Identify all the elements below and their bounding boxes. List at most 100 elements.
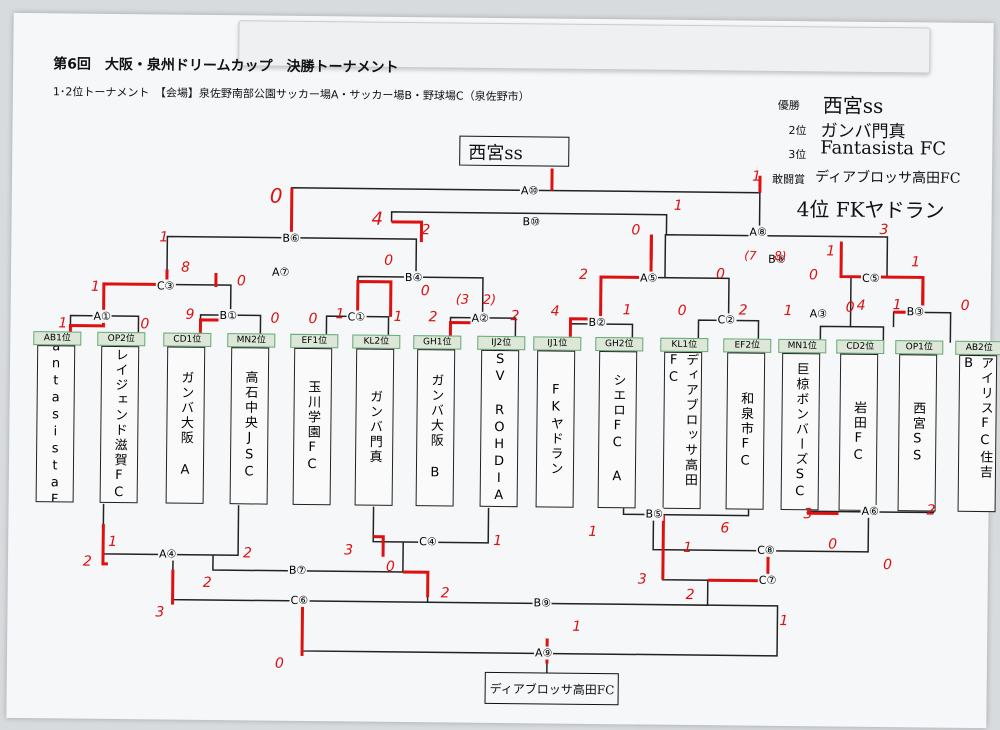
team-seed: MN1位 <box>778 338 827 354</box>
score: 1 <box>335 306 345 323</box>
score: 9 <box>185 306 195 323</box>
match-b5: B⑤ <box>644 507 664 521</box>
score: 2 <box>440 585 450 602</box>
match-b7: B⑦ <box>287 563 308 577</box>
match-a8: A⑧ <box>748 225 768 239</box>
team-seed: AB1位 <box>33 331 82 346</box>
score: 1 <box>673 197 683 214</box>
score: 8) <box>774 248 787 263</box>
team-name: FantasistaFC <box>35 345 76 503</box>
score: 3 <box>637 571 647 588</box>
score: 0 <box>274 655 284 672</box>
team-name: 高石中央JSC <box>229 347 270 505</box>
score: 0 <box>270 310 280 327</box>
score: 1 <box>911 254 921 271</box>
score: 2 <box>202 574 212 591</box>
match-b1: B① <box>218 309 239 323</box>
score: 0 <box>845 299 855 316</box>
match-b3: B③ <box>905 305 926 319</box>
score: 1 <box>751 168 762 185</box>
team-seed: MN2位 <box>227 333 276 348</box>
team-name: 和泉市FC <box>725 352 766 510</box>
score: 3 <box>344 542 354 559</box>
team-name: 巨椋ボンバーズSC <box>780 352 821 511</box>
score: 1 <box>779 612 789 630</box>
score: 0 <box>385 558 395 575</box>
score: 0 <box>420 283 430 300</box>
match-a1: A① <box>92 309 113 323</box>
score: 3 <box>879 221 889 239</box>
score: 1 <box>108 533 118 550</box>
team-name: ガンバ大阪 A <box>165 346 206 504</box>
team-seed: OP1位 <box>895 340 944 355</box>
score: 1 <box>622 302 632 319</box>
score: 1 <box>90 278 100 295</box>
score: 1 <box>683 539 693 557</box>
score: 1 <box>393 308 403 325</box>
score: 0 <box>308 310 318 328</box>
tournament-sheet: 第6回 大阪・泉州ドリームカップ 決勝トーナメント 1･2位トーナメント 【会場… <box>6 12 1000 729</box>
match-a7: A⑦ <box>270 265 291 279</box>
team-name: ガンバ大阪 B <box>415 349 456 507</box>
match-a10: A⑩ <box>519 184 540 198</box>
match-b6: B⑥ <box>281 231 301 245</box>
score: 2 <box>685 586 695 604</box>
score: 0 <box>384 252 394 269</box>
score: 0 <box>715 266 726 283</box>
match-a9: A⑨ <box>533 646 554 660</box>
score: 1 <box>572 618 582 635</box>
score: 1 <box>783 302 793 320</box>
team-name: 岩田FC <box>838 353 879 511</box>
score: 2 <box>510 308 520 325</box>
team-seed: KL2位 <box>352 334 401 349</box>
score: 1 <box>588 523 598 541</box>
score: 4 <box>550 303 560 320</box>
score: 8 <box>180 259 191 276</box>
score: 0 <box>828 536 838 553</box>
team-name: 西宮SS <box>897 354 938 512</box>
match-c6: C⑥ <box>289 593 310 608</box>
team-seed: KL1位 <box>660 337 709 353</box>
match-b9: B⑨ <box>532 596 553 610</box>
team-seed: IJ1位 <box>533 336 582 351</box>
match-a3: A③ <box>808 307 829 321</box>
team-name: FKヤドラン <box>535 350 576 508</box>
team-seed: EF1位 <box>290 333 339 349</box>
team-seed: AB2位 <box>955 340 1000 356</box>
score: 6 <box>720 520 730 537</box>
score: 2 <box>578 266 589 283</box>
score: 1 <box>493 532 503 550</box>
team-name: SV ROHDIA <box>479 349 520 508</box>
match-a4: A④ <box>157 547 178 561</box>
score: 2 <box>421 222 431 239</box>
score: 0 <box>960 297 970 314</box>
score: 3 <box>803 506 813 523</box>
score: 0 <box>631 222 641 239</box>
match-c5: C⑤ <box>860 271 881 285</box>
team-seed: GH2位 <box>595 336 644 352</box>
team-seed: CD2位 <box>836 339 885 355</box>
score: (7 <box>744 248 757 263</box>
team-seed: IJ2位 <box>477 335 526 351</box>
team-seed: GH1位 <box>413 335 462 350</box>
score: 3 <box>155 604 165 621</box>
score: 0 <box>236 273 246 290</box>
match-c1: C① <box>346 310 367 324</box>
match-c8: C⑧ <box>756 543 776 557</box>
score: 0 <box>269 183 283 208</box>
score: 1 <box>892 297 902 314</box>
match-a2: A② <box>470 311 491 325</box>
score: (3 <box>455 292 470 308</box>
team-name: ガンバ門真 <box>354 348 395 506</box>
team-name: レイジェンド滋賀FC <box>99 345 140 504</box>
match-c2: C② <box>716 313 737 327</box>
team-seed: CD1位 <box>163 332 212 347</box>
score: 0 <box>882 557 892 574</box>
match-a5: A⑤ <box>638 271 659 285</box>
score: 1 <box>58 315 68 332</box>
team-seed: OP2位 <box>97 331 146 347</box>
score: 2) <box>482 292 497 308</box>
score: 4 <box>371 208 384 230</box>
score: 0 <box>677 302 687 319</box>
score: 4 <box>856 297 866 314</box>
